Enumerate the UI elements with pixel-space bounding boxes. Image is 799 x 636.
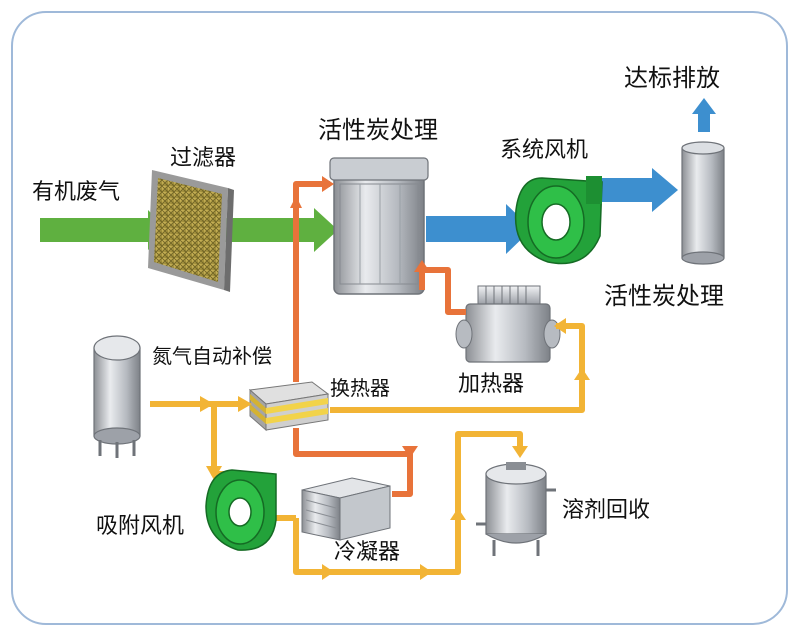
exhaust-stack: [681, 141, 725, 265]
carbon-adsorber: [329, 157, 429, 295]
label-nitrogen: 氮气自动补偿: [152, 344, 272, 368]
yellow-arrowheads: [200, 318, 590, 580]
label-system-fan: 系统风机: [500, 138, 589, 163]
label-discharge: 达标排放: [624, 64, 720, 92]
heat-exchanger: [248, 381, 330, 432]
filter-unit: [148, 170, 234, 292]
label-heat-exchanger: 换热器: [330, 376, 390, 400]
condenser-unit: [301, 477, 391, 541]
label-adsorption-fan: 吸附风机: [96, 514, 185, 539]
blue-arrow-discharge: [692, 98, 716, 132]
adsorption-fan: [205, 469, 277, 551]
label-carbon-top: 活性炭处理: [318, 116, 438, 144]
label-solvent-recovery: 溶剂回收: [562, 498, 651, 523]
orange-arrowheads: [290, 176, 430, 458]
label-filter: 过滤器: [170, 146, 237, 171]
label-heater: 加热器: [458, 372, 525, 397]
solvent-tank: [476, 462, 556, 556]
nitrogen-tank: [93, 335, 141, 458]
label-condenser: 冷凝器: [334, 540, 401, 565]
diagram-frame: [11, 11, 788, 625]
label-exhaust-gas: 有机废气: [32, 180, 121, 205]
heater-unit: [455, 285, 561, 363]
system-fan: [514, 176, 603, 265]
label-carbon-right: 活性炭处理: [604, 282, 724, 310]
